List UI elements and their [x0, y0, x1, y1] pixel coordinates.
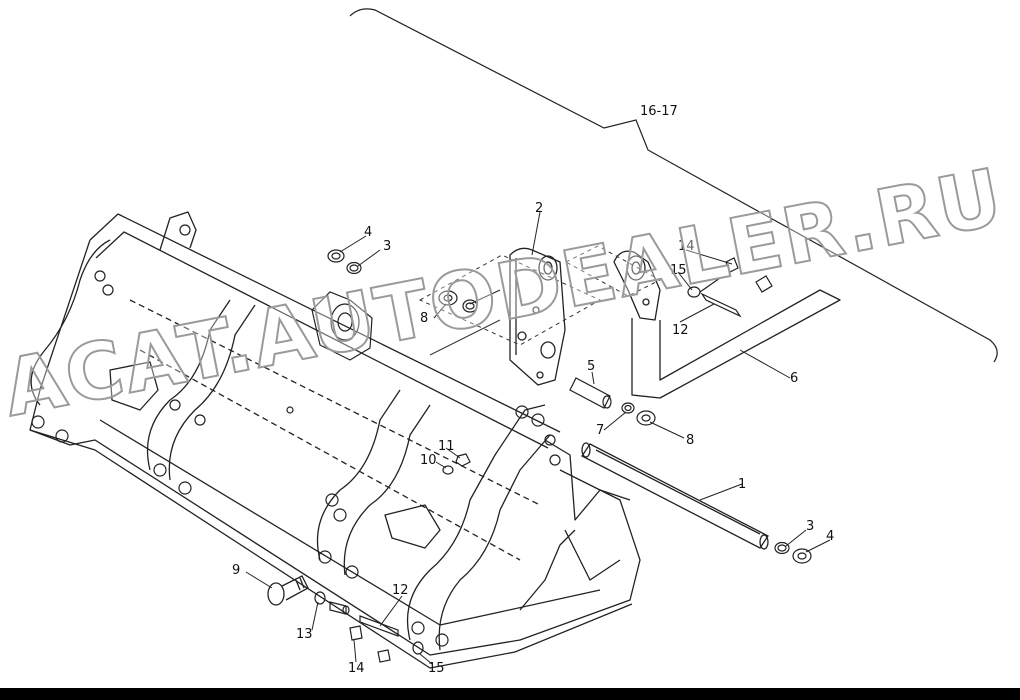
fork-bracket-6 — [613, 250, 841, 399]
ring-3-top — [346, 261, 362, 275]
bushing-13 — [329, 601, 350, 615]
callout-4-top: 4 — [364, 225, 372, 240]
bolt-9 — [267, 575, 309, 606]
watermark: ACAT.AUTODEALER.RU — [0, 153, 1011, 435]
callout-9: 9 — [232, 563, 240, 578]
washer-8-upper — [438, 290, 458, 306]
leader-lines — [245, 211, 831, 665]
bucket-pin-holes — [31, 224, 561, 647]
callout-12-lower: 12 — [392, 583, 409, 598]
callout-15-lower: 15 — [428, 661, 445, 676]
callout-15-upper: 15 — [670, 263, 687, 278]
dashed-plane-left — [418, 254, 602, 356]
ring-15-lower — [412, 641, 424, 655]
callout-8-upper: 8 — [420, 311, 428, 326]
link-plate-2 — [509, 247, 566, 386]
pin-12-upper — [699, 277, 742, 318]
bucket — [29, 211, 641, 669]
callout-14-lower: 14 — [348, 661, 365, 676]
callout-2: 2 — [535, 201, 543, 216]
clip-14-lower — [349, 625, 391, 663]
callout-4-lower: 4 — [826, 529, 834, 544]
washer-4-top — [327, 249, 345, 263]
ring-15-upper — [687, 286, 701, 298]
ring-13-upper — [314, 591, 326, 605]
callout-11: 11 — [438, 439, 455, 454]
callout-6: 6 — [790, 371, 798, 386]
callout-10: 10 — [420, 453, 437, 468]
callout-7: 7 — [596, 423, 604, 438]
group-bracket — [349, 8, 998, 363]
bucket-hinge-hub — [311, 291, 373, 361]
group-label: 16-17 — [640, 104, 678, 119]
callout-1: 1 — [738, 477, 746, 492]
bushing-5 — [569, 377, 612, 409]
ring-3-lower — [774, 541, 790, 555]
nut-11 — [455, 453, 471, 467]
pin-12-lower — [359, 615, 399, 637]
ring-7-middle — [621, 402, 635, 414]
callout-8-middle: 8 — [686, 433, 694, 448]
ring-7-upper — [462, 299, 478, 313]
callout-3-top: 3 — [383, 239, 391, 254]
dashed-plane-right — [564, 245, 662, 297]
washer-10 — [442, 465, 454, 475]
clip-14-upper — [725, 257, 773, 293]
callout-13: 13 — [296, 627, 313, 642]
washer-8-middle — [636, 410, 656, 426]
long-pin-1 — [581, 442, 769, 550]
callout-12-upper: 12 — [672, 323, 689, 338]
bottom-border — [0, 688, 1020, 700]
callout-5: 5 — [587, 359, 595, 374]
callout-14-upper: 14 — [678, 239, 695, 254]
washer-4-lower — [792, 548, 812, 564]
callout-3-lower: 3 — [806, 519, 814, 534]
